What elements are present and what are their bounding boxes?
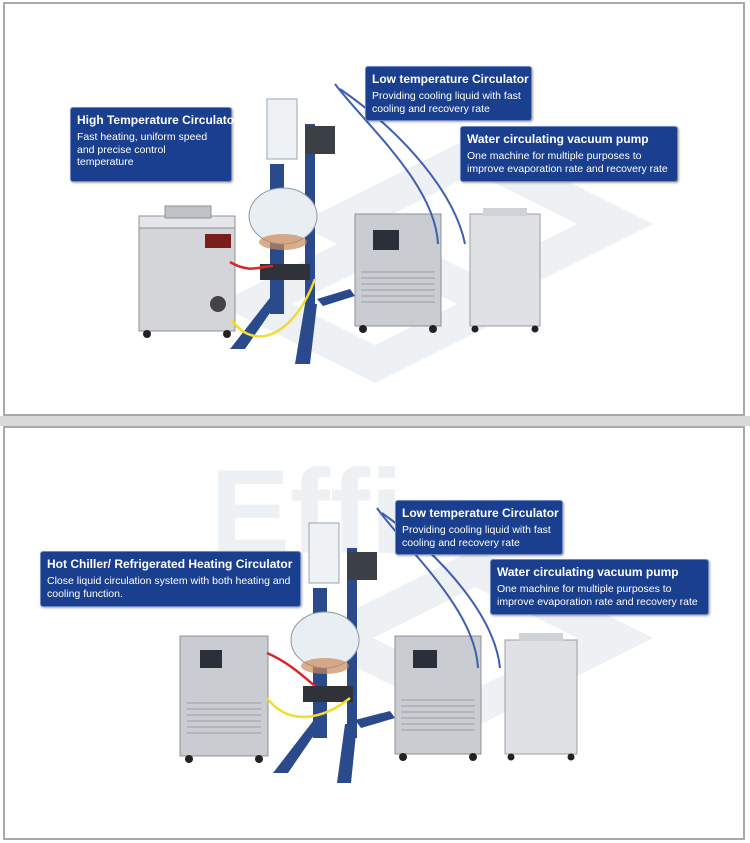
low-temperature-circulator (354, 213, 442, 333)
callout-low-temperature-circulator: Low temperature Circulator Providing coo… (395, 500, 563, 555)
glass-reactor (230, 98, 355, 364)
equipment-scene-bottom (179, 507, 578, 783)
low-temperature-circulator (394, 635, 482, 761)
cooling-hose (376, 507, 479, 669)
callout-title: High Temperature Circulator (77, 113, 239, 127)
glass-reactor (273, 522, 395, 783)
equipment-scene-top (138, 83, 541, 364)
vacuum-hose (339, 88, 466, 245)
power-cable (266, 697, 351, 719)
heating-hose (266, 651, 316, 687)
callout-description: Close liquid circulation system with bot… (47, 575, 291, 600)
callout-title: Low temperature Circulator (372, 72, 529, 86)
callout-description: Providing cooling liquid with fast cooli… (402, 524, 551, 549)
callout-water-circulating-vacuum-pump: Water circulating vacuum pump One machin… (490, 559, 709, 615)
panel-divider (0, 416, 750, 426)
callout-title: Water circulating vacuum pump (467, 132, 649, 146)
callout-high-temperature-circulator: High Temperature Circulator Fast heating… (70, 107, 239, 182)
callout-description: Providing cooling liquid with fast cooli… (372, 90, 521, 115)
heating-hose (229, 260, 274, 270)
callout-hot-chiller: Hot Chiller/ Refrigerated Heating Circul… (40, 551, 301, 607)
callout-low-temperature-circulator: Low temperature Circulator Providing coo… (365, 66, 532, 121)
callout-water-circulating-vacuum-pump: Water circulating vacuum pump One machin… (460, 126, 678, 182)
callout-title: Low temperature Circulator (402, 506, 559, 520)
water-circulating-vacuum-pump (469, 208, 541, 333)
callout-title: Water circulating vacuum pump (497, 565, 679, 579)
water-circulating-vacuum-pump (504, 633, 578, 761)
bottom-panel: Effi (3, 426, 745, 840)
callout-description: Fast heating, uniform speed and precise … (77, 131, 208, 168)
cooling-hose (334, 83, 439, 245)
power-cable (229, 278, 317, 338)
top-panel: High Temperature Circulator Fast heating… (3, 2, 745, 416)
callout-title: Hot Chiller/ Refrigerated Heating Circul… (47, 557, 293, 571)
callout-description: One machine for multiple purposes to imp… (497, 583, 698, 608)
high-temperature-circulator (138, 205, 236, 338)
callout-description: One machine for multiple purposes to imp… (467, 150, 668, 175)
hot-chiller (179, 635, 269, 763)
